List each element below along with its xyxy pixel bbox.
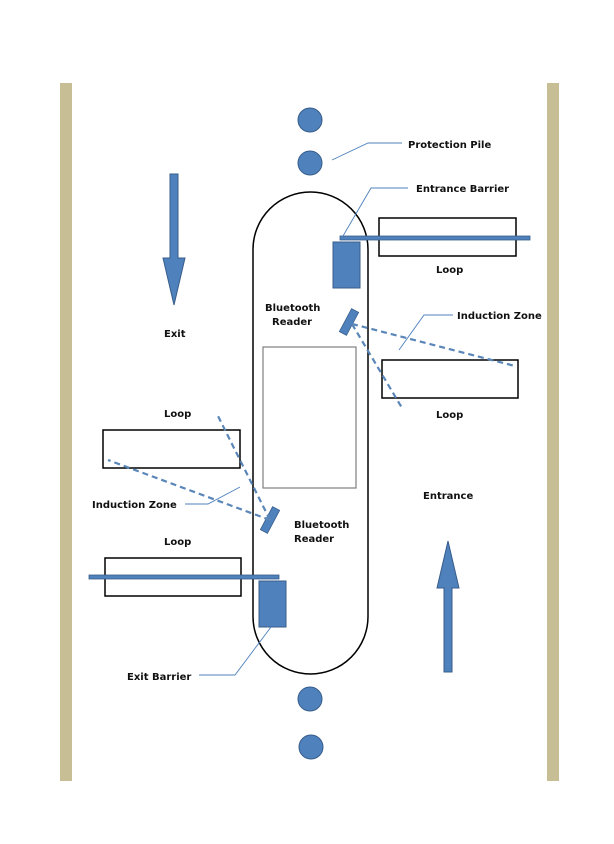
leader-induction-zone-right (398, 314, 453, 351)
induction-zone-bottom-beams (107, 413, 271, 522)
leader-protection-pile (331, 142, 402, 161)
label-entrance: Entrance (423, 491, 473, 502)
exit-barrier-arm (88, 574, 280, 580)
label-loop-mid-left: Loop (164, 409, 191, 420)
protection-pile-2 (297, 150, 323, 176)
label-exit-barrier: Exit Barrier (127, 672, 191, 683)
entrance-arrow (436, 540, 460, 673)
label-bluetooth-bottom-line2: Reader (294, 534, 334, 545)
label-protection-pile: Protection Pile (408, 140, 491, 151)
exit-barrier-box (258, 580, 287, 628)
leader-exit-barrier (199, 626, 272, 676)
label-loop-top-right: Loop (436, 265, 463, 276)
leader-induction-zone-left (185, 486, 241, 505)
protection-pile-1 (297, 107, 323, 133)
right-wall (547, 83, 559, 781)
label-loop-mid-right: Loop (436, 410, 463, 421)
leader-entrance-barrier (342, 187, 408, 237)
label-bluetooth-top-line2: Reader (272, 317, 312, 328)
entrance-barrier-arm (339, 235, 531, 241)
label-loop-bottom-left: Loop (164, 537, 191, 548)
label-induction-zone-right: Induction Zone (457, 311, 542, 322)
island-cabin (262, 346, 357, 489)
exit-arrow (162, 173, 186, 306)
protection-pile-3 (297, 686, 323, 712)
label-induction-zone-left: Induction Zone (92, 500, 177, 511)
label-bluetooth-top-line1: Bluetooth (265, 303, 320, 314)
label-entrance-barrier: Entrance Barrier (416, 184, 509, 195)
label-bluetooth-bottom-line1: Bluetooth (294, 520, 349, 531)
loop-mid-left (102, 429, 241, 469)
label-exit: Exit (164, 329, 186, 340)
induction-zone-top-beams (351, 322, 516, 409)
protection-pile-4 (298, 734, 324, 760)
loop-mid-right (381, 359, 519, 399)
left-wall (60, 83, 72, 781)
entrance-barrier-box (332, 241, 361, 289)
leader-lines (185, 142, 453, 676)
